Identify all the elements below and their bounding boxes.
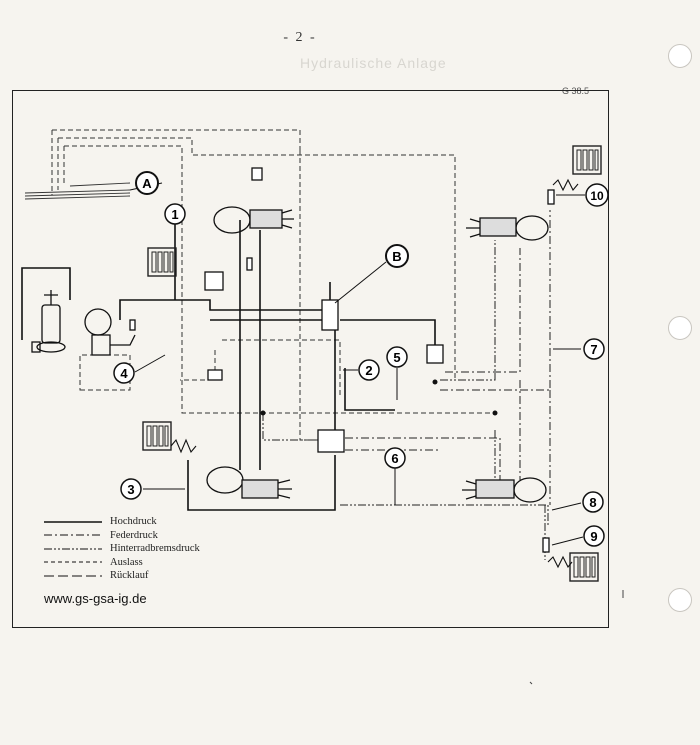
legend-swatch-solid: [44, 520, 102, 523]
svg-text:6: 6: [391, 451, 398, 466]
callout-4: 4: [113, 362, 135, 384]
callout-10: 10: [585, 183, 609, 207]
svg-text:2: 2: [365, 363, 372, 378]
legend-label: Hochdruck: [110, 516, 157, 528]
callout-3: 3: [120, 478, 142, 500]
svg-text:9: 9: [590, 529, 597, 544]
svg-text:5: 5: [393, 350, 400, 365]
callout-5: 5: [386, 346, 408, 368]
valve-blocks: [129, 167, 555, 553]
spring-symbols: [170, 178, 579, 569]
feed-bundle: [24, 182, 131, 200]
punch-hole-bottom: [668, 588, 692, 612]
legend-row-return: Rücklauf: [44, 569, 244, 583]
legend-label: Rücklauf: [110, 570, 149, 582]
callout-6: 6: [384, 447, 406, 469]
callout-2: 2: [358, 359, 380, 381]
rear-brake-lines: [262, 240, 549, 560]
svg-text:7: 7: [590, 342, 597, 357]
svg-text:10: 10: [590, 189, 604, 203]
rear-suspension-top: [466, 215, 549, 241]
front-suspension-bottom: [206, 466, 292, 499]
callout-a: A: [135, 171, 159, 195]
legend-row-high-pressure: Hochdruck: [44, 515, 244, 529]
bleed-through-text: Hydraulische Anlage: [300, 55, 447, 71]
reservoir-left-lower: [142, 421, 172, 451]
punch-hole-middle: [668, 316, 692, 340]
legend-swatch-dashed: [44, 561, 102, 563]
svg-text:A: A: [142, 176, 152, 191]
rear-suspension-bottom: [462, 477, 547, 503]
reservoir-left-upper: [147, 247, 177, 277]
callout-7: 7: [583, 338, 605, 360]
website-url: www.gs-gsa-ig.de: [44, 591, 147, 606]
callouts: 1 2 3 4 5 6 7 8: [113, 171, 609, 547]
high-pressure-lines: [21, 215, 436, 511]
pump-component: [31, 290, 66, 353]
legend-swatch-long-dash: [44, 575, 102, 577]
callout-b: B: [385, 244, 409, 268]
legend-label: Hinterradbremsdruck: [110, 543, 200, 555]
legend: Hochdruck Federdruck Hinterradbremsdruck…: [44, 515, 244, 583]
svg-text:3: 3: [127, 482, 134, 497]
svg-text:8: 8: [589, 495, 596, 510]
reference-code: G 38.5: [562, 86, 590, 96]
junction-points: [260, 379, 498, 416]
svg-text:B: B: [392, 249, 401, 264]
legend-swatch-dash-dot: [44, 534, 102, 536]
svg-text:1: 1: [171, 207, 178, 222]
legend-row-spring-pressure: Federdruck: [44, 529, 244, 543]
margin-speck: [529, 681, 533, 685]
diagram-frame: [12, 90, 609, 628]
legend-swatch-dash-dot-dot: [44, 548, 102, 550]
reservoir-right-upper: [572, 145, 602, 175]
legend-label: Federdruck: [110, 529, 158, 541]
spring-pressure-lines: [345, 210, 551, 505]
svg-text:4: 4: [120, 366, 128, 381]
callout-8: 8: [582, 491, 604, 513]
pressure-regulator: [84, 308, 136, 356]
reservoir-right-lower: [569, 552, 599, 582]
callout-1: 1: [164, 203, 186, 225]
callout-9: 9: [583, 525, 605, 547]
page-number: - 2 -: [283, 30, 317, 45]
callout-leaders: [129, 182, 585, 546]
legend-label: Auslass: [110, 556, 143, 568]
return-lines: [51, 129, 495, 441]
legend-row-exhaust: Auslass: [44, 556, 244, 570]
punch-hole-top: [668, 44, 692, 68]
front-suspension-top: [213, 206, 294, 234]
legend-row-rear-brake: Hinterradbremsdruck: [44, 542, 244, 556]
